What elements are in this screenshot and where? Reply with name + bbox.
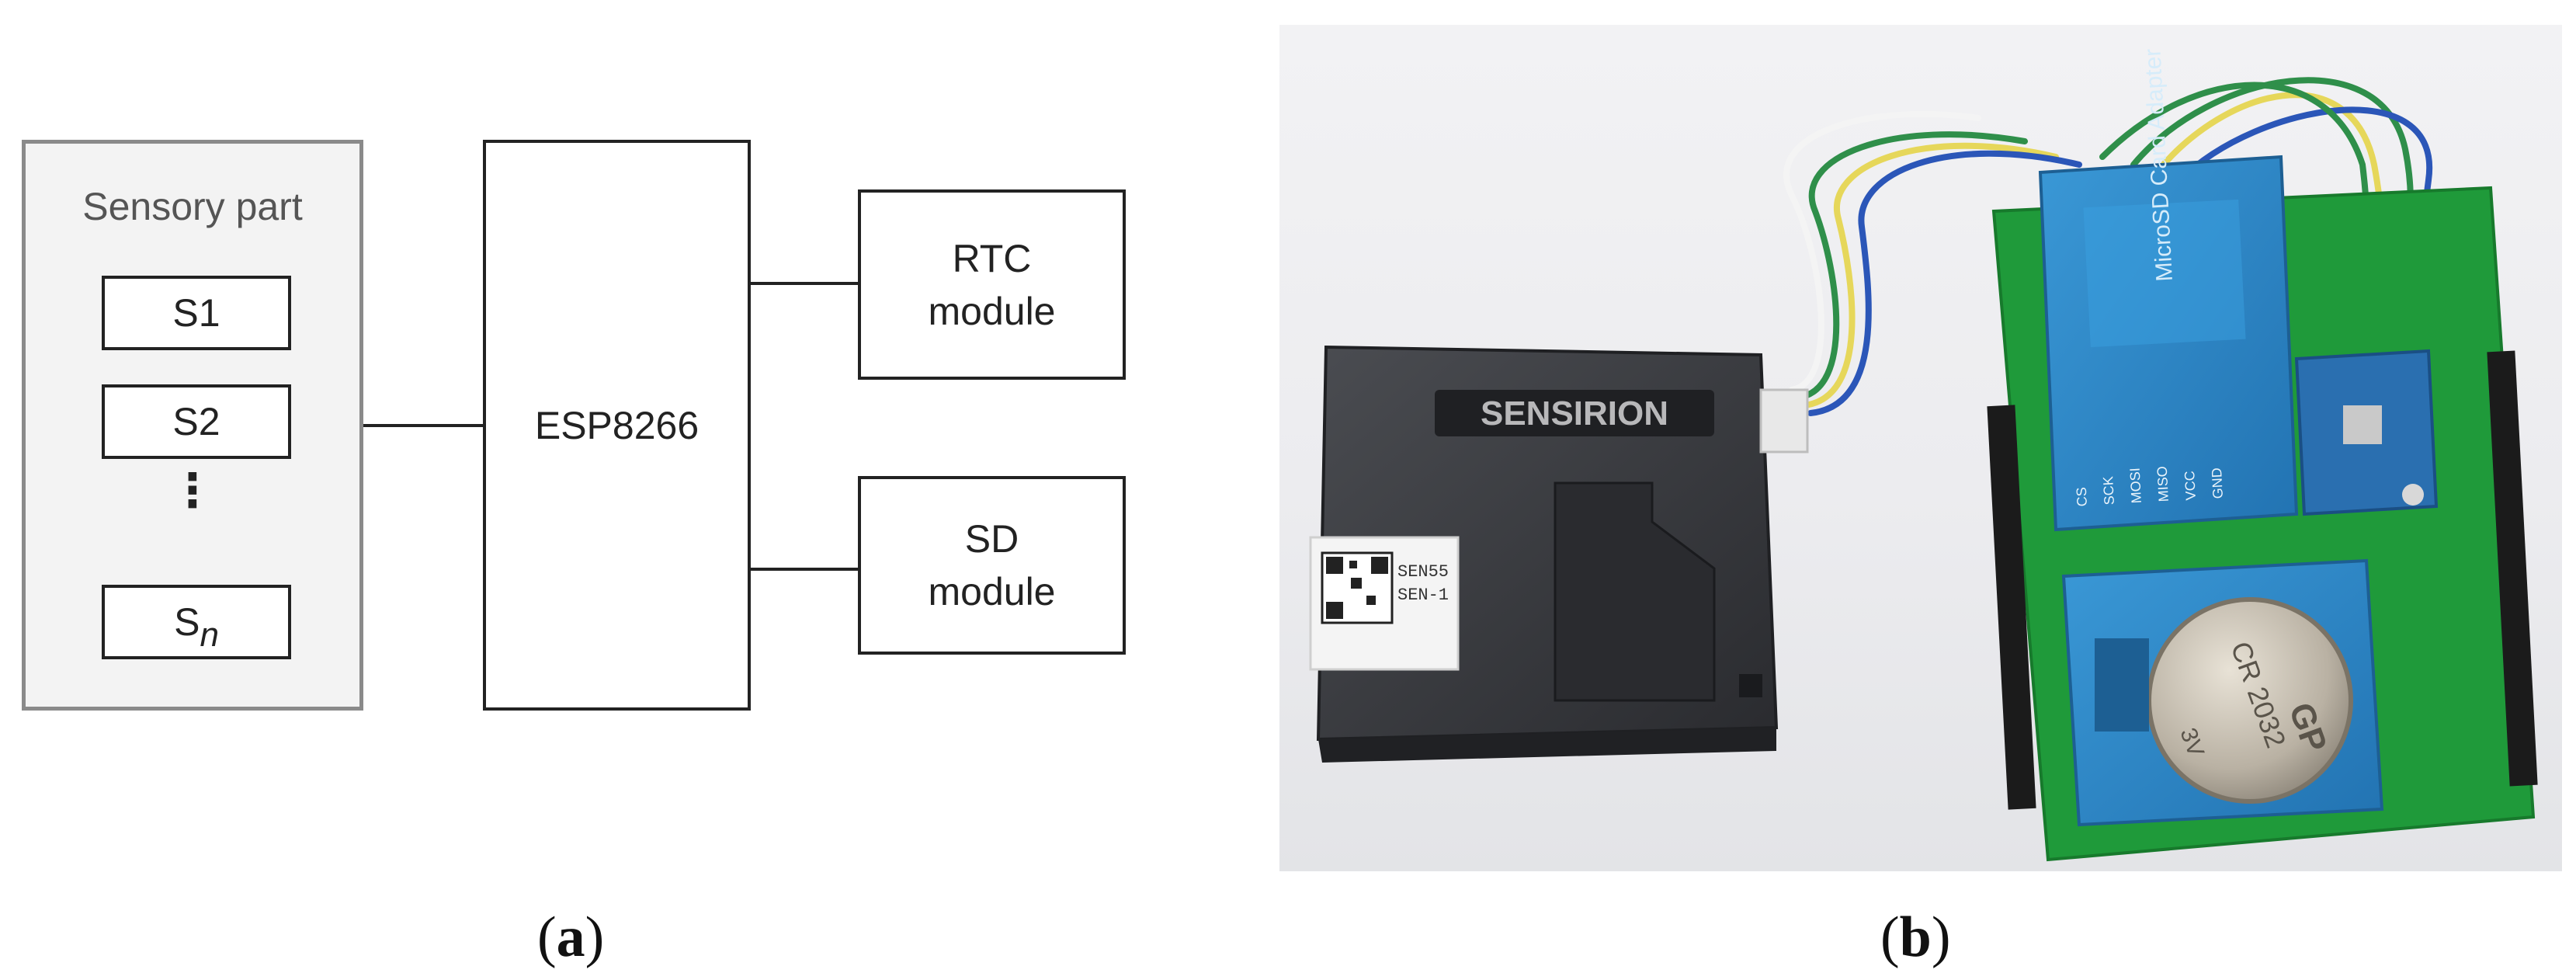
connector-esp-rtc: [751, 282, 859, 285]
caption-b: (b): [1880, 905, 1951, 969]
sd-module-block: SD module: [858, 476, 1126, 655]
wire-white: [1783, 110, 1981, 393]
sensor-breakout-board: [2294, 349, 2439, 516]
esp8266-label: ESP8266: [534, 403, 700, 447]
sensor-sn-label: S: [174, 600, 200, 644]
sd-pin-gnd: GND: [2209, 467, 2226, 499]
sensor-s1-box: S1: [102, 276, 291, 350]
sensor-s1-label: S1: [172, 291, 220, 335]
hardware-photo: MicroSD Card Adapter CS SCK MOSI MISO VC…: [1279, 25, 2562, 871]
sensirion-sensor: SENSIRION SEN55 SEN-1: [1309, 345, 1809, 763]
sensor-sn-subscript: n: [200, 616, 219, 654]
sd-pin-mosi: MOSI: [2127, 467, 2144, 504]
brand-plate: [1435, 390, 1714, 436]
rtc-label-line2: module: [928, 289, 1056, 333]
sensor-s2-label: S2: [172, 400, 220, 443]
sd-pin-miso: MISO: [2154, 466, 2172, 502]
rtc-module-board: GP CR 2032 3V: [2061, 558, 2384, 827]
sd-label-line2: module: [928, 570, 1056, 613]
jumper-wires: [1783, 77, 2433, 416]
sd-pin-vcc: VCC: [2182, 471, 2199, 501]
sensor-connector: [1759, 388, 1809, 454]
sd-label-line1: SD: [964, 517, 1019, 561]
sensor-brand: SENSIRION: [1481, 394, 1668, 433]
sd-card-adapter: MicroSD Card Adapter CS SCK MOSI MISO VC…: [2038, 48, 2299, 532]
hardware-photo-drawing: MicroSD Card Adapter CS SCK MOSI MISO VC…: [1309, 48, 2538, 862]
ellipsis-vertical: ⋮: [169, 464, 216, 516]
sensory-part-group: Sensory part S1 S2 ⋮ Sn: [22, 140, 363, 711]
sensor-sn-box: Sn: [102, 585, 291, 659]
esp8266-block: ESP8266: [483, 140, 751, 711]
sd-pin-cs: CS: [2074, 487, 2090, 507]
sensory-part-title: Sensory part: [82, 185, 303, 228]
caption-a: (a): [537, 905, 605, 969]
wire-yellow-1: [1801, 142, 2059, 408]
wire-green-1: [1795, 131, 2028, 401]
sensor-s2-box: S2: [102, 384, 291, 459]
block-diagram: Sensory part S1 S2 ⋮ Sn ESP8266 RTC modu…: [0, 0, 1149, 980]
sensor-label-line2: SEN-1: [1397, 586, 1449, 605]
rtc-module-block: RTC module: [858, 189, 1126, 380]
connector-esp-sd: [751, 568, 859, 571]
wire-blue-1: [1807, 150, 2082, 416]
rtc-label-line1: RTC: [952, 236, 1032, 280]
sd-pin-sck: SCK: [2100, 476, 2117, 506]
connector-sensory-esp: [363, 424, 484, 427]
sensor-label-line1: SEN55: [1397, 562, 1449, 582]
